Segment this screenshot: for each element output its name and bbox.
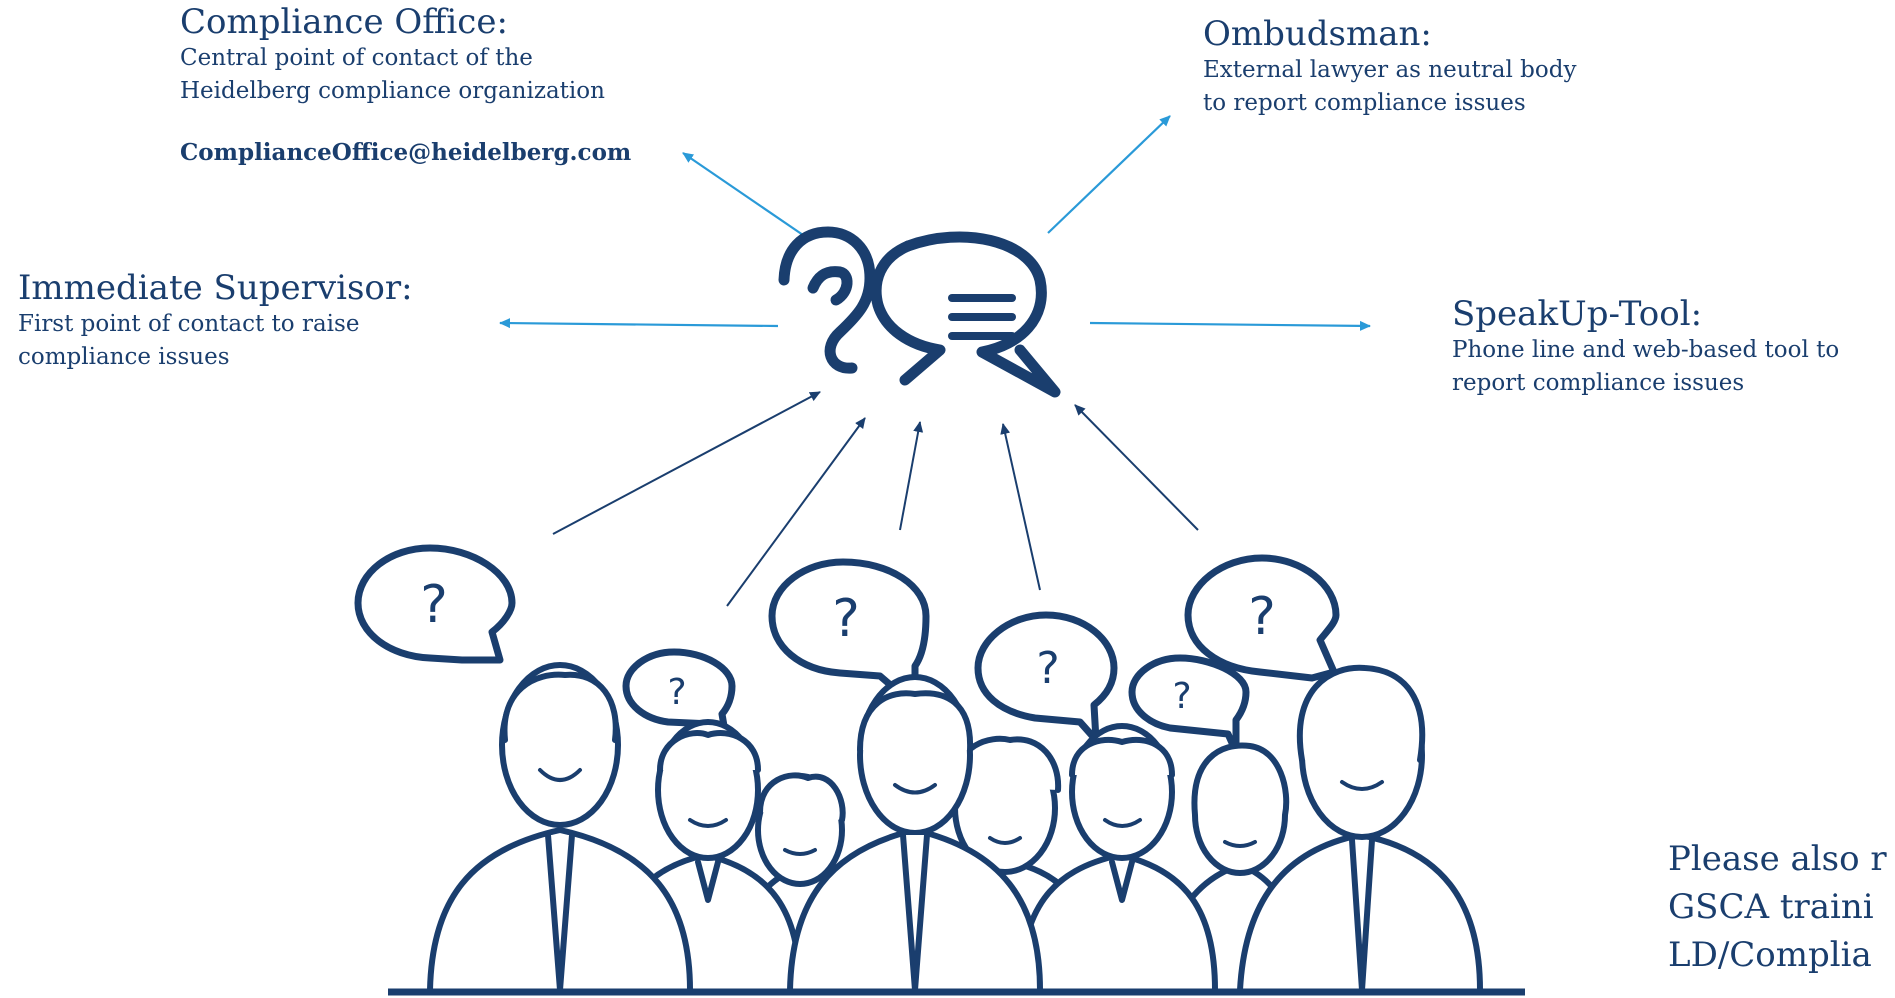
arrow-to-speakup (1089, 320, 1371, 331)
compliance-office-title: Compliance Office: (180, 2, 508, 42)
speakup-desc-line1: Phone line and web-based tool to (1452, 337, 1840, 363)
question-bubble-4 (974, 611, 1118, 744)
arrow-to-supervisor (499, 318, 779, 329)
training-note-line1: Please also r (1668, 839, 1887, 879)
arrow-to-ombudsman (1047, 115, 1171, 234)
speakup-desc-line2: report compliance issues (1452, 370, 1745, 396)
ear-speech-icon (778, 226, 1061, 398)
question-mark-5: ? (1172, 676, 1191, 717)
arrow-employee-3 (899, 421, 924, 531)
ombudsman-block: Ombudsman: External lawyer as neutral bo… (1203, 14, 1576, 120)
supervisor-block: Immediate Supervisor: First point of con… (18, 268, 413, 374)
question-bubble-1 (354, 544, 516, 664)
question-mark-6: ? (1248, 587, 1276, 647)
arrow-employee-5 (1074, 404, 1199, 531)
arrow-employee-2 (726, 417, 866, 607)
question-mark-3: ? (832, 589, 860, 649)
person-4 (787, 674, 1043, 993)
training-note-line3: LD/Complia (1668, 935, 1872, 975)
chat-lines-icon (948, 294, 1016, 340)
ombudsman-title: Ombudsman: (1203, 14, 1432, 54)
question-mark-1: ? (420, 575, 448, 635)
question-bubble-6 (1184, 554, 1340, 682)
arrow-employee-4 (1000, 423, 1041, 591)
question-bubble-3 (768, 558, 930, 710)
supervisor-desc-line2: compliance issues (18, 344, 230, 370)
person-1 (427, 662, 693, 993)
compliance-office-block: Compliance Office: Central point of cont… (180, 2, 631, 166)
supervisor-desc-line1: First point of contact to raise (18, 311, 360, 337)
compliance-office-desc-line2: Heidelberg compliance organization (180, 78, 605, 104)
training-note-line2: GSCA traini (1668, 887, 1874, 927)
compliance-office-desc-line1: Central point of contact of the (180, 45, 533, 71)
supervisor-title: Immediate Supervisor: (18, 268, 413, 308)
speakup-block: SpeakUp-Tool: Phone line and web-based t… (1452, 294, 1839, 400)
question-mark-4: ? (1036, 643, 1059, 694)
ombudsman-desc-line2: to report compliance issues (1203, 90, 1526, 116)
arrow-to-compliance-office (682, 152, 804, 236)
speakup-title: SpeakUp-Tool: (1452, 294, 1703, 334)
arrow-employee-1 (552, 391, 821, 535)
question-mark-2: ? (667, 672, 686, 713)
training-note: Please also r GSCA traini LD/Complia (1668, 835, 1887, 979)
employee-group-illustration (427, 662, 1483, 993)
compliance-office-email-link[interactable]: ComplianceOffice@heidelberg.com (180, 139, 632, 166)
ombudsman-desc-line1: External lawyer as neutral body (1203, 57, 1577, 83)
